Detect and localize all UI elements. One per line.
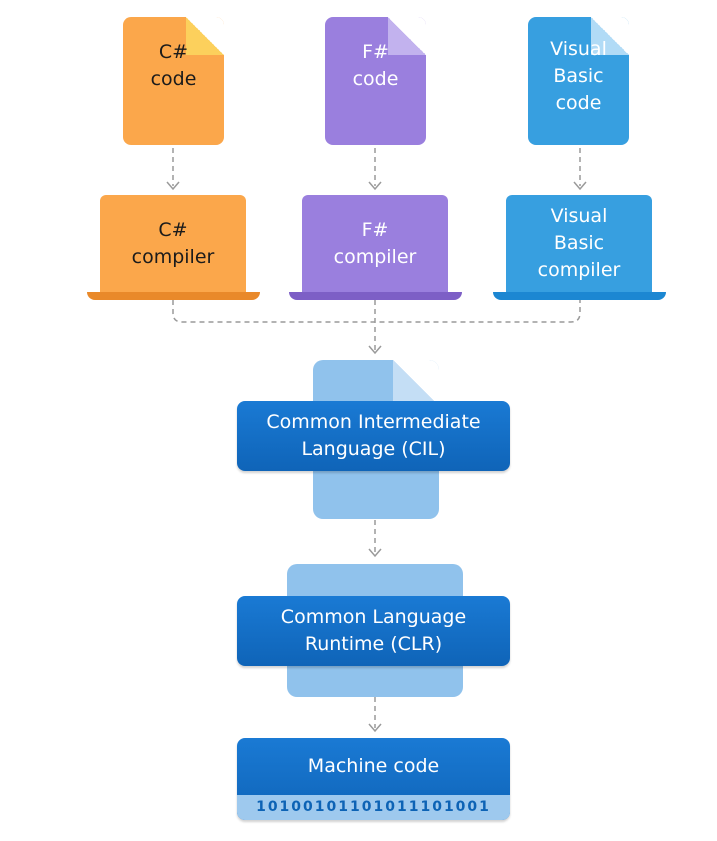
csharp-code-file: C# code bbox=[123, 17, 224, 145]
vb-compiler-base bbox=[493, 292, 666, 300]
vb-compiler: Visual Basic compiler bbox=[506, 195, 652, 292]
fsharp-code-file: F# code bbox=[325, 17, 426, 145]
arrowhead-fsharp-compiler bbox=[368, 181, 382, 191]
cil-label: Common Intermediate Language (CIL) bbox=[266, 411, 481, 460]
arrowhead-machine bbox=[368, 723, 382, 733]
arrowhead-vb-compiler bbox=[573, 181, 587, 191]
fsharp-compiler-label: F# compiler bbox=[333, 218, 417, 268]
fsharp-compiler-base bbox=[289, 292, 462, 300]
csharp-file-corner bbox=[186, 17, 224, 55]
connector-compilers-merge bbox=[172, 300, 581, 323]
clr-label: Common Language Runtime (CLR) bbox=[280, 606, 467, 655]
clr-box: Common Language Runtime (CLR) bbox=[237, 596, 510, 666]
csharp-code-label: C# code bbox=[150, 41, 197, 90]
fsharp-code-label: F# code bbox=[352, 41, 399, 90]
csharp-compiler-base bbox=[87, 292, 260, 300]
vb-code-label: Visual Basic code bbox=[550, 37, 607, 114]
cil-document-corner bbox=[393, 360, 439, 406]
csharp-compiler-label: C# compiler bbox=[131, 218, 215, 268]
csharp-compiler: C# compiler bbox=[100, 195, 246, 292]
fsharp-file-corner bbox=[388, 17, 426, 55]
vb-compiler-label: Visual Basic compiler bbox=[537, 205, 621, 281]
machine-code-binary: 10100101101011101001 bbox=[237, 795, 510, 820]
vb-code-file: Visual Basic code bbox=[528, 17, 629, 145]
vb-file-corner bbox=[591, 17, 629, 55]
fsharp-compiler: F# compiler bbox=[302, 195, 448, 292]
machine-code-box: Machine code 10100101101011101001 bbox=[237, 738, 510, 820]
arrowhead-csharp-compiler bbox=[166, 181, 180, 191]
arrowhead-cil bbox=[368, 345, 382, 355]
arrowhead-clr bbox=[368, 548, 382, 558]
machine-code-label: Machine code bbox=[307, 755, 440, 777]
cil-box: Common Intermediate Language (CIL) bbox=[237, 401, 510, 471]
